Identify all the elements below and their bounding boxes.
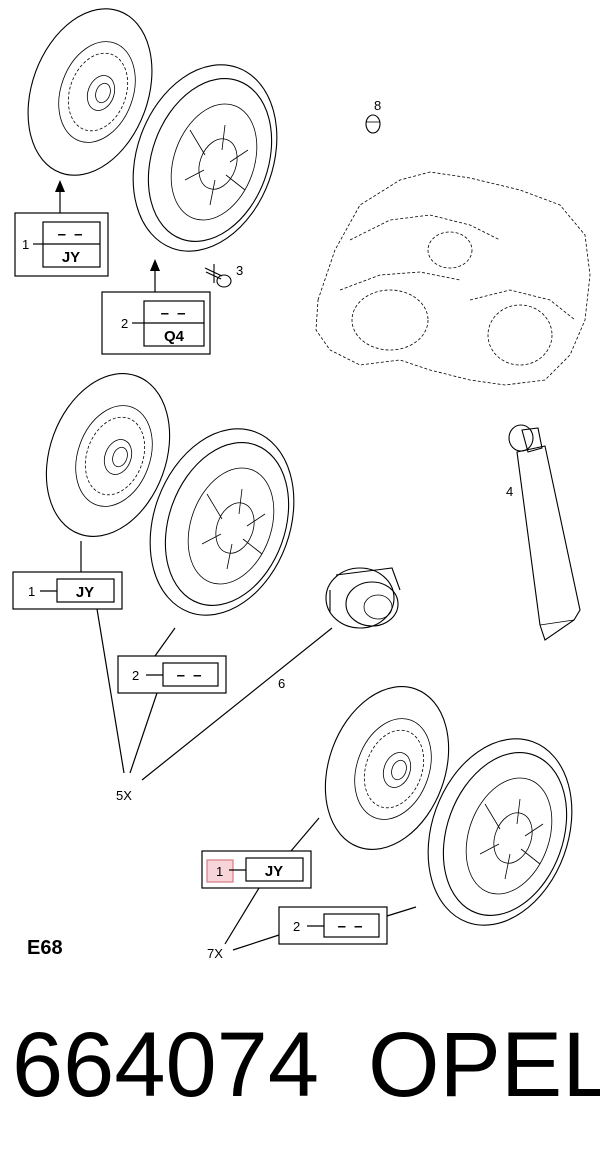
transmission-housing [315, 171, 591, 386]
brand-name: OPEL [368, 1014, 600, 1116]
top-plate-code: Q4 [164, 328, 185, 345]
top-pressure-plate [132, 64, 278, 252]
part-number: 664074 [12, 1014, 319, 1116]
bushing-part [365, 114, 381, 134]
low-kit-ref: 7X [207, 946, 223, 961]
low-disc-code: JY [265, 863, 283, 880]
bolt-part [204, 264, 232, 288]
top-disc-ref: 1 [22, 237, 29, 252]
top-disc-code: JY [62, 249, 80, 266]
top-clutch-disc [27, 8, 153, 176]
top-plate-upper: – – [161, 305, 188, 322]
release-bearing-part [325, 567, 401, 629]
top-disc-arrow [55, 180, 65, 192]
grease-tube-ref: 4 [506, 484, 513, 499]
low-disc-ref: 1 [216, 864, 223, 879]
low-kit-leaders [224, 817, 417, 951]
mid-pressure-plate [149, 428, 295, 616]
mid-disc-ref: 1 [28, 584, 35, 599]
bolt-ref: 3 [236, 263, 243, 278]
low-disc-ref-highlight [206, 859, 234, 883]
mid-plate-code: – – [177, 667, 204, 684]
bearing-ref: 6 [278, 676, 285, 691]
bushing-ref: 8 [374, 98, 381, 113]
low-plate-ref: 2 [293, 919, 300, 934]
section-code: E68 [27, 937, 63, 959]
low-pressure-plate [427, 738, 573, 926]
top-plate-arrow [150, 259, 160, 271]
mid-kit-ref: 5X [116, 788, 132, 803]
low-clutch-disc [324, 686, 450, 850]
mid-plate-ref: 2 [132, 668, 139, 683]
mid-clutch-disc [45, 373, 171, 537]
low-plate-code: – – [338, 918, 365, 935]
mid-disc-code: JY [76, 584, 94, 601]
grease-tube-part [508, 424, 581, 641]
top-plate-ref: 2 [121, 316, 128, 331]
mid-kit-leaders [80, 541, 333, 781]
top-disc-upper: – – [58, 226, 85, 243]
